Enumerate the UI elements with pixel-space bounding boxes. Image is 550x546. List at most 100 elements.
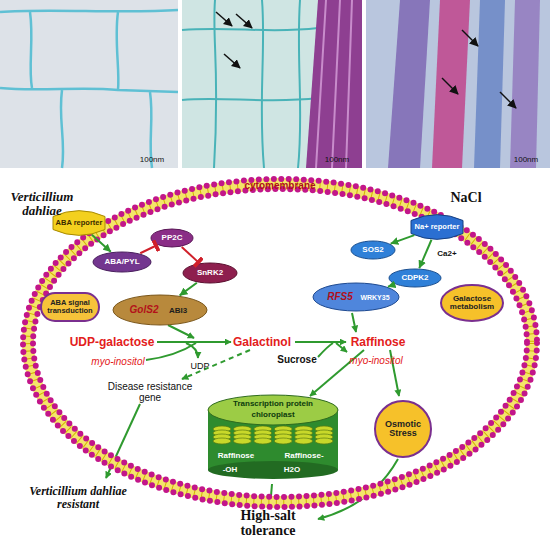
thylakoid-disk (213, 438, 231, 444)
activation-connector (419, 240, 431, 268)
tissue-streak (316, 0, 352, 168)
pathway-arrow (336, 343, 347, 352)
metabolite-label: Raffinose (351, 336, 406, 349)
cell-wall (0, 88, 178, 92)
pathway-ellipse: Galactose metabolism (440, 284, 504, 322)
stress-label: Osmotic Stress (378, 420, 428, 439)
activation-connector (388, 285, 395, 287)
cell-wall (117, 12, 119, 90)
organelle-label: Transcription protein (233, 400, 313, 408)
thylakoid-disk (274, 438, 292, 444)
scale-bar-label: 100nm (140, 156, 164, 164)
stress-label: NaCl (450, 191, 481, 206)
thylakoid-disk (233, 438, 251, 444)
receptor-outline (411, 215, 463, 240)
cell-walls (182, 0, 318, 168)
ion-label: Ca2+ (437, 250, 456, 258)
rounded-box-outline (41, 293, 99, 321)
protein-ellipse: SnRK2 (182, 262, 238, 284)
tissue-streak (474, 0, 505, 168)
gene-name: ABI3 (169, 307, 187, 315)
ellipse-outline (313, 283, 399, 311)
protein-label: Na+ reporter (412, 223, 462, 231)
ellipse-outline (389, 269, 441, 287)
membrane-label: cytomembrane (244, 181, 315, 192)
scale-bar-label: 100nm (514, 156, 538, 164)
thylakoid-disk (315, 438, 333, 444)
protein-label: ABA/PYL (104, 258, 139, 266)
cell-wall (30, 12, 32, 88)
metabolite-label: UDP-galactose (70, 336, 155, 349)
cell-wall (182, 98, 318, 100)
ellipse-outline (441, 285, 503, 321)
ellipse-outline (375, 401, 431, 457)
ellipse-outline (93, 252, 151, 272)
receptor-protein: Na+ reporter (408, 214, 466, 240)
thylakoid-disk (254, 438, 272, 444)
pointer-arrow (500, 92, 516, 108)
scale-bar-label: 100nm (325, 156, 349, 164)
cell-wall (61, 90, 63, 168)
cell-walls (0, 10, 178, 168)
micrograph-panel (182, 0, 362, 168)
outcome-label: High-salt tolerance (223, 509, 313, 538)
cell-wall (0, 10, 178, 12)
activation-connector (391, 235, 415, 243)
chloroplast-top (208, 395, 338, 425)
pointer-arrow (462, 30, 478, 46)
pathway-label: Galactose metabolism (444, 295, 500, 312)
activation-connector (180, 283, 197, 296)
metabolite-label: myo-inositol (349, 356, 402, 367)
pointer-arrow (236, 14, 252, 28)
ellipse-outline (151, 229, 193, 247)
pointer-arrow (442, 78, 458, 94)
metabolite-label: Galactinol (233, 336, 291, 349)
pathway-box: ABA signal transduction (40, 292, 100, 322)
protein-ellipse: CDPK2 (388, 268, 442, 288)
micrograph-panel (0, 0, 178, 168)
protein-ellipse: SOS2 (350, 240, 396, 260)
pathway-arrow (295, 341, 346, 343)
gene-name: WRKY35 (360, 294, 389, 301)
metabolite-label: myo-inositol (91, 357, 144, 368)
tissue-streak (388, 0, 430, 168)
pathogen-label: Verticillium dahliae (0, 190, 84, 217)
inhibition-connector (140, 245, 157, 253)
stress-circle: Osmotic Stress (374, 400, 432, 458)
protein-label: ABA reporter (54, 219, 104, 227)
molecule-label: -OH (223, 466, 238, 474)
protein-label: SnRK2 (197, 269, 223, 277)
activation-connector (92, 235, 111, 252)
cell-wall (262, 0, 264, 168)
pathway-label: ABA signal transduction (43, 299, 97, 315)
ellipse-outline (113, 295, 207, 325)
molecule-label: Raffinose- (284, 452, 323, 460)
gene-ellipse: GolS2 ABI3 (112, 294, 208, 326)
gene-name: RFS5 (327, 292, 353, 303)
outcome-label: Verticillium dahliae resistant (16, 485, 140, 510)
organelle-label: chloroplast (251, 411, 294, 419)
tissue-streak (432, 0, 470, 168)
protein-label: PP2C (162, 234, 183, 242)
micrograph-panel (366, 0, 550, 168)
gene-name: GolS2 (130, 305, 159, 316)
gene-label: Disease resistance gene (102, 382, 198, 403)
pathway-arrow (352, 313, 356, 332)
ellipse-outline (183, 263, 237, 283)
protein-label: CDPK2 (401, 274, 428, 282)
lipid-tails (28, 184, 532, 502)
pointer-arrow (224, 54, 240, 68)
chloroplast-organelle: Transcription protein chloroplastRaffinos… (200, 394, 346, 482)
metabolite-label: Sucrose (277, 355, 316, 366)
ellipse-outline (351, 241, 395, 259)
protein-ellipse: PP2C (150, 228, 194, 248)
thylakoid-disk (295, 438, 313, 444)
pathway-arrow (168, 325, 194, 338)
gene-ellipse: RFS5 WRKY35 (312, 282, 400, 312)
metabolite-label: UDP (190, 362, 209, 371)
cell-wall (182, 28, 318, 30)
